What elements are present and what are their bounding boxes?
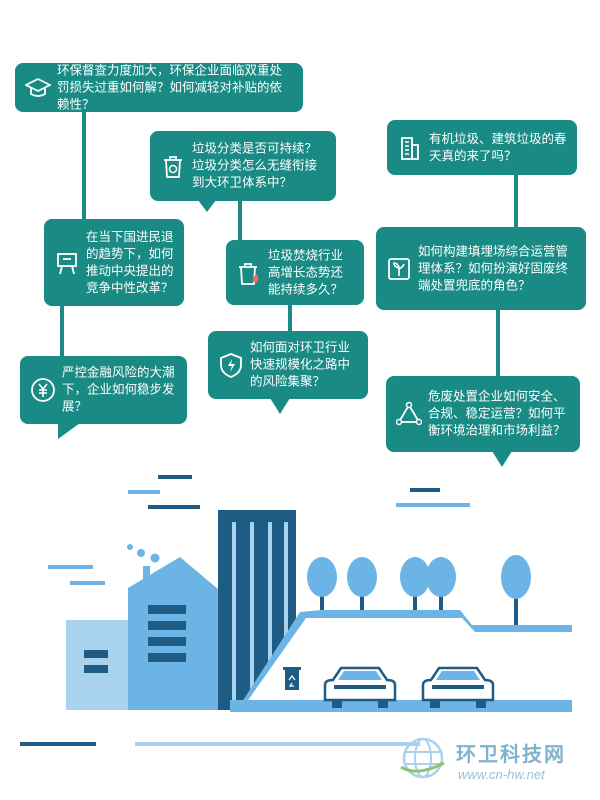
bubble-tail [270,398,290,414]
question-bubble-9: 危废处置企业如何安全、合规、稳定运营？如何平衡环境治理和市场利益？ [386,376,580,452]
question-text-2: 垃圾分类是否可持续？垃圾分类怎么无缝衔接到大环卫体系中？ [192,141,318,190]
graduation-cap-icon [25,77,51,97]
bubble-tail [198,200,216,212]
connector-lines [60,112,518,377]
factory-building [66,557,225,710]
trees [307,555,531,627]
watermark-name: 环卫科技网 [456,744,566,766]
triangle-nodes-icon [396,401,422,426]
question-bubble-8: 严控金融风险的大潮下，企业如何稳步发展？ [20,356,187,424]
question-text-3: 有机垃圾、建筑垃圾的春天真的来了吗？ [429,131,567,163]
fire-bin-icon [239,262,259,285]
globe-logo-icon [400,737,445,779]
question-text-9: 危废处置企业如何安全、合规、稳定运营？如何平衡环境治理和市场利益？ [428,389,566,438]
question-bubble-7: 如何面对环卫行业快速规模化之路中的风险集聚？ [208,331,368,399]
yuan-coin-icon [31,378,55,402]
question-text-6: 如何构建填埋场综合运营管理体系？如何扮演好固废终端处置兜底的角色？ [418,244,569,292]
question-text-5: 垃圾焚烧行业高增长态势还能持续多久？ [268,248,344,296]
question-text-7: 如何面对环卫行业快速规模化之路中的风险集聚？ [250,340,351,389]
building-icon [401,136,419,160]
watermark-url: www.cn-hw.net [458,767,545,782]
sprout-icon [388,257,410,280]
bubble-tail [492,451,512,467]
recycle-bin-icon [164,156,182,178]
car [421,666,495,708]
smoke [127,544,160,563]
question-bubble-2: 垃圾分类是否可持续？垃圾分类怎么无缝衔接到大环卫体系中？ [150,131,336,201]
question-bubble-5: 垃圾焚烧行业高增长态势还能持续多久？ [226,240,364,305]
signboard-icon [57,252,77,274]
trash-bin [283,667,301,690]
car [323,666,397,708]
question-text-1: 环保督查力度加大，环保企业面临双重处罚损失过重如何解？如何减轻对补贴的依赖性？ [57,63,283,111]
bubble-tail [58,423,80,439]
question-text-8: 严控金融风险的大潮下，企业如何稳步发展？ [62,365,175,414]
question-bubble-6: 如何构建填埋场综合运营管理体系？如何扮演好固废终端处置兜底的角色？ [376,227,586,310]
shield-lightning-icon [220,353,242,378]
ground-lines [20,742,420,746]
wind-streaks [48,475,470,585]
question-bubble-4: 在当下国进民退的趋势下，如何推动中央提出的竞争中性改革？ [44,219,184,306]
question-bubble-3: 有机垃圾、建筑垃圾的春天真的来了吗？ [387,120,577,175]
question-bubble-1: 环保督查力度加大，环保企业面临双重处罚损失过重如何解？如何减轻对补贴的依赖性？ [15,63,303,112]
question-text-4: 在当下国进民退的趋势下，如何推动中央提出的竞争中性改革？ [86,229,174,295]
